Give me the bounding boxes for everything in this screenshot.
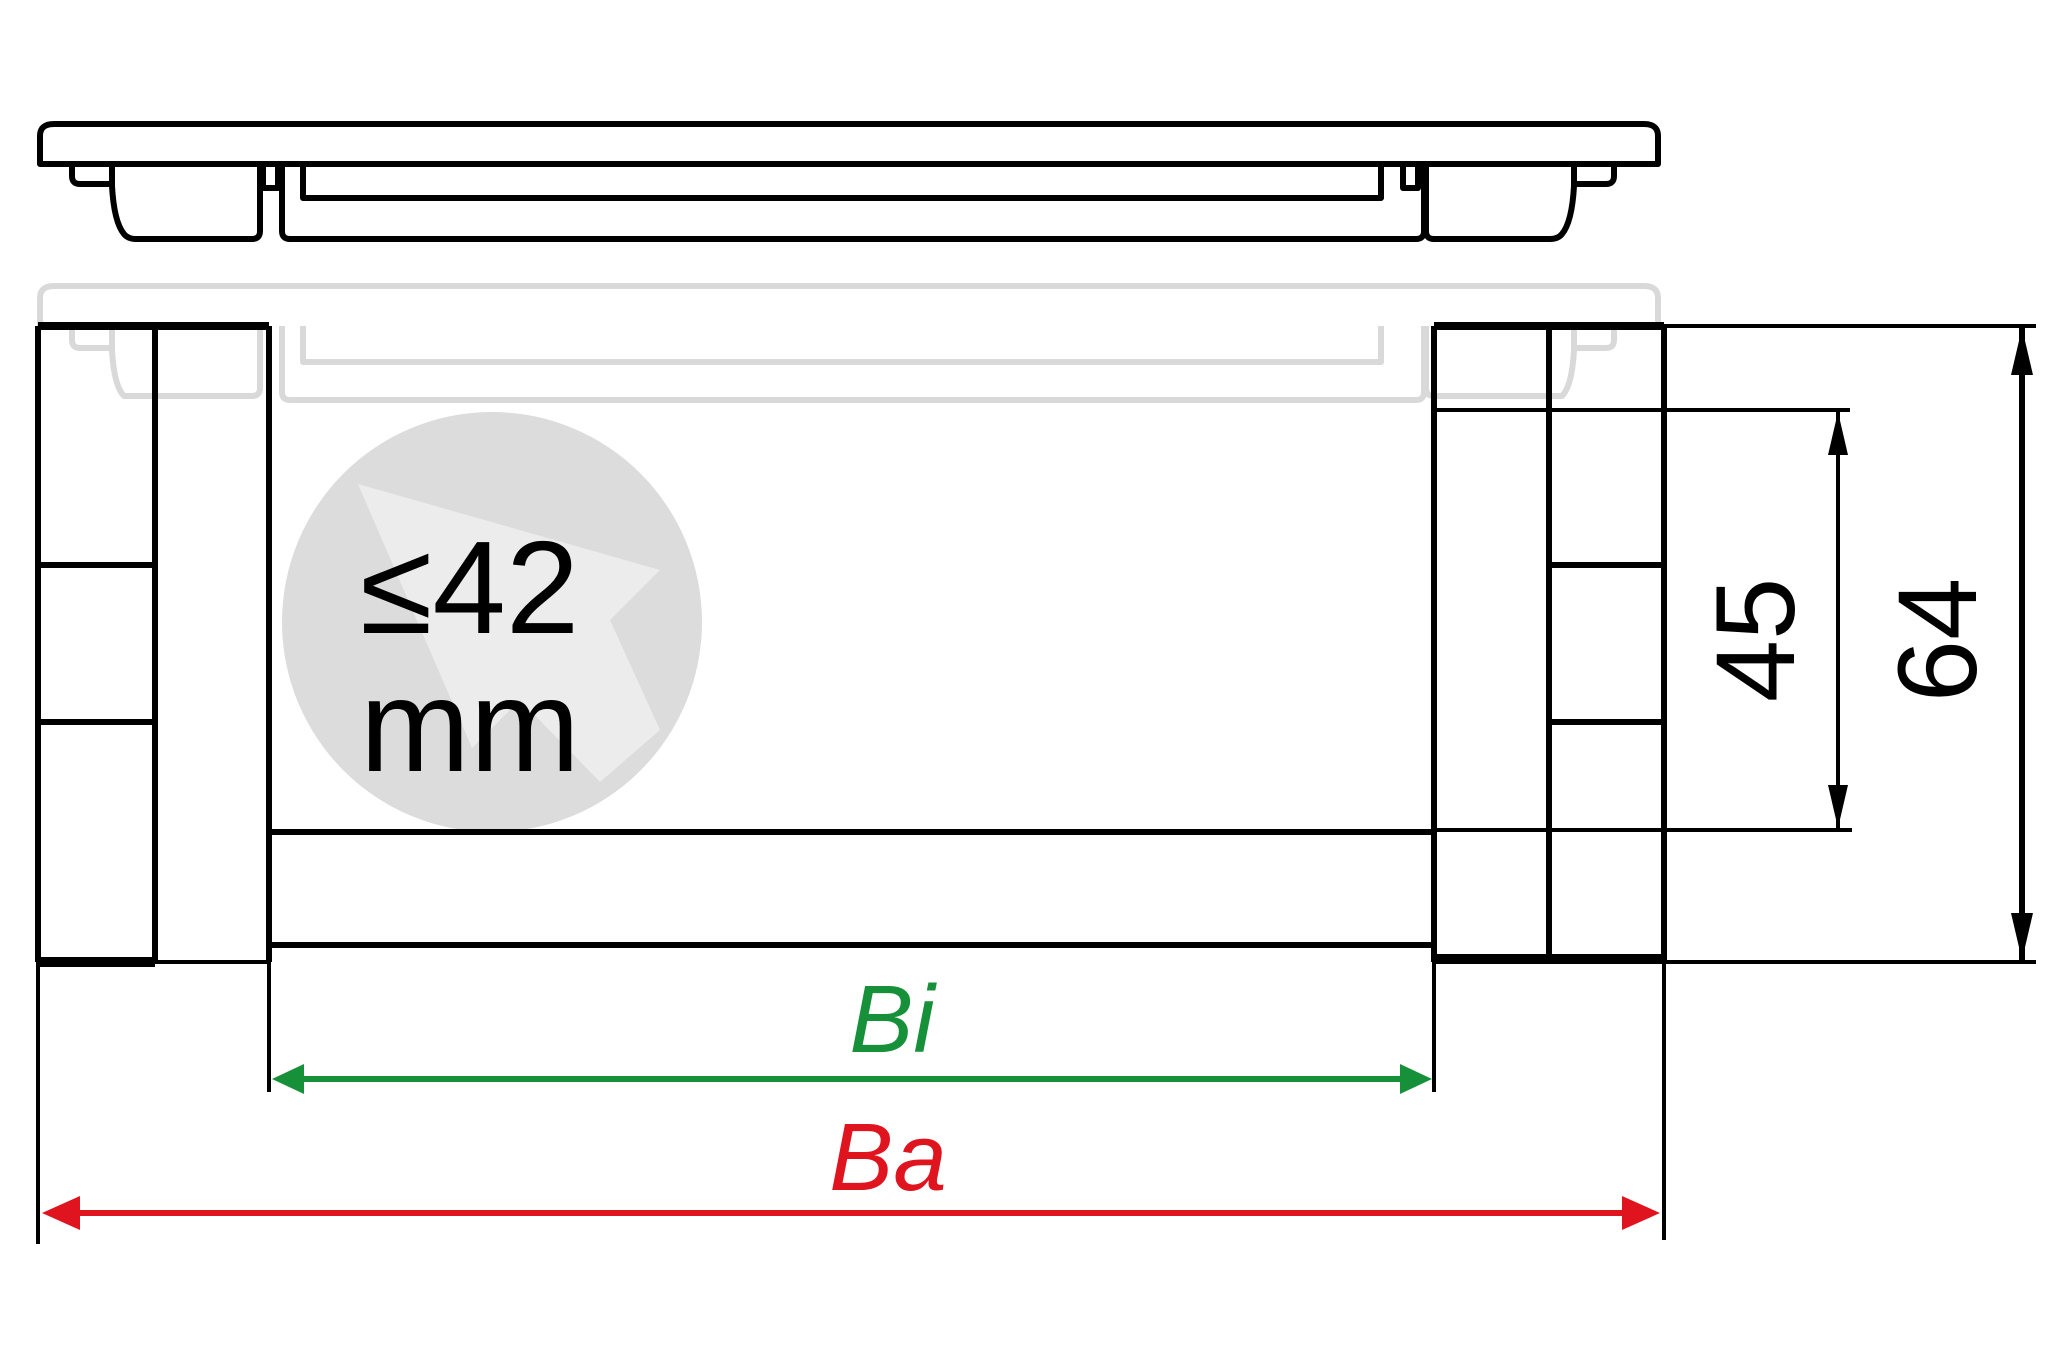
inner-height-label: 45 [1693,577,1818,703]
outer-height-label: 64 [1875,577,2000,703]
lid-drawing [37,121,1661,242]
outer-width-label: Ba [829,1104,947,1211]
inner-width-label: Bi [849,966,935,1073]
max-diameter-value: ≤42 [360,514,580,661]
ghost-lid [37,283,1661,403]
frame-drawing [35,322,1667,967]
height-dimensions [1664,324,2036,964]
width-dimensions [36,945,1666,1244]
max-diameter-callout [282,412,702,832]
max-diameter-unit: mm [360,652,580,799]
